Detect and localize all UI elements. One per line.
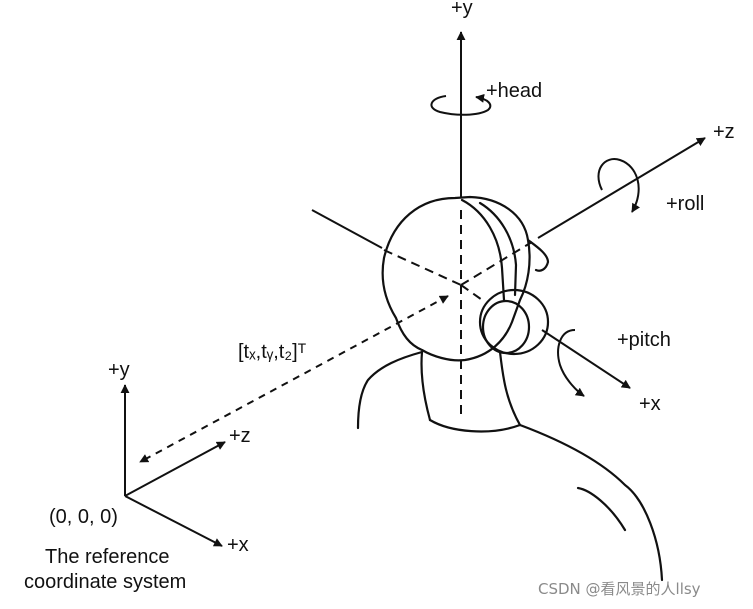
headset-band [460,198,506,302]
roll-label: +roll [666,193,704,215]
reference-axes [120,384,226,547]
pitch-label: +pitch [617,329,671,351]
neck-left [420,350,432,422]
caption-line-1: The reference [45,546,170,568]
head-z-axis-dashed [460,241,533,286]
head-z-label: +z [713,121,735,143]
head-x-axis [541,329,631,389]
headset-band-inner [478,201,518,297]
neck-right [498,350,522,427]
translation-vector [139,295,449,463]
earphone-outer [478,288,550,356]
ref-x-axis [124,495,223,547]
right-shoulder [518,423,664,582]
head-x-label: +x [639,393,661,415]
head-y-label: +y [451,0,473,19]
ref-x-label: +x [227,534,249,556]
head-z-axis [537,137,706,239]
watermark: CSDN @看风景的人llsy [538,580,701,598]
arm-curve [576,486,627,532]
head-z-back-dashed [383,249,462,286]
ref-z-axis [124,441,226,497]
head-outline [381,195,531,362]
person-figure [356,195,664,582]
pitch-rotation-arrow [557,329,585,397]
translation-label: [tₓ,tᵧ,t₂]ᵀ [238,341,307,363]
caption-line-2: coordinate system [24,571,186,593]
rotation-arrows [430,93,640,397]
ref-y-label: +y [108,359,130,381]
face-side [526,238,550,272]
origin-label: (0, 0, 0) [49,506,118,528]
head-rotation-label: +head [486,80,542,102]
head-z-back [311,209,383,249]
roll-rotation-arrow [597,158,640,213]
collar [428,418,522,433]
ref-z-label: +z [229,425,251,447]
left-shoulder [356,350,424,430]
head-axes [311,31,706,415]
head-rotation-arrow [430,93,492,116]
head-x-axis-dashed [460,284,486,303]
earphone-inner [481,299,531,355]
